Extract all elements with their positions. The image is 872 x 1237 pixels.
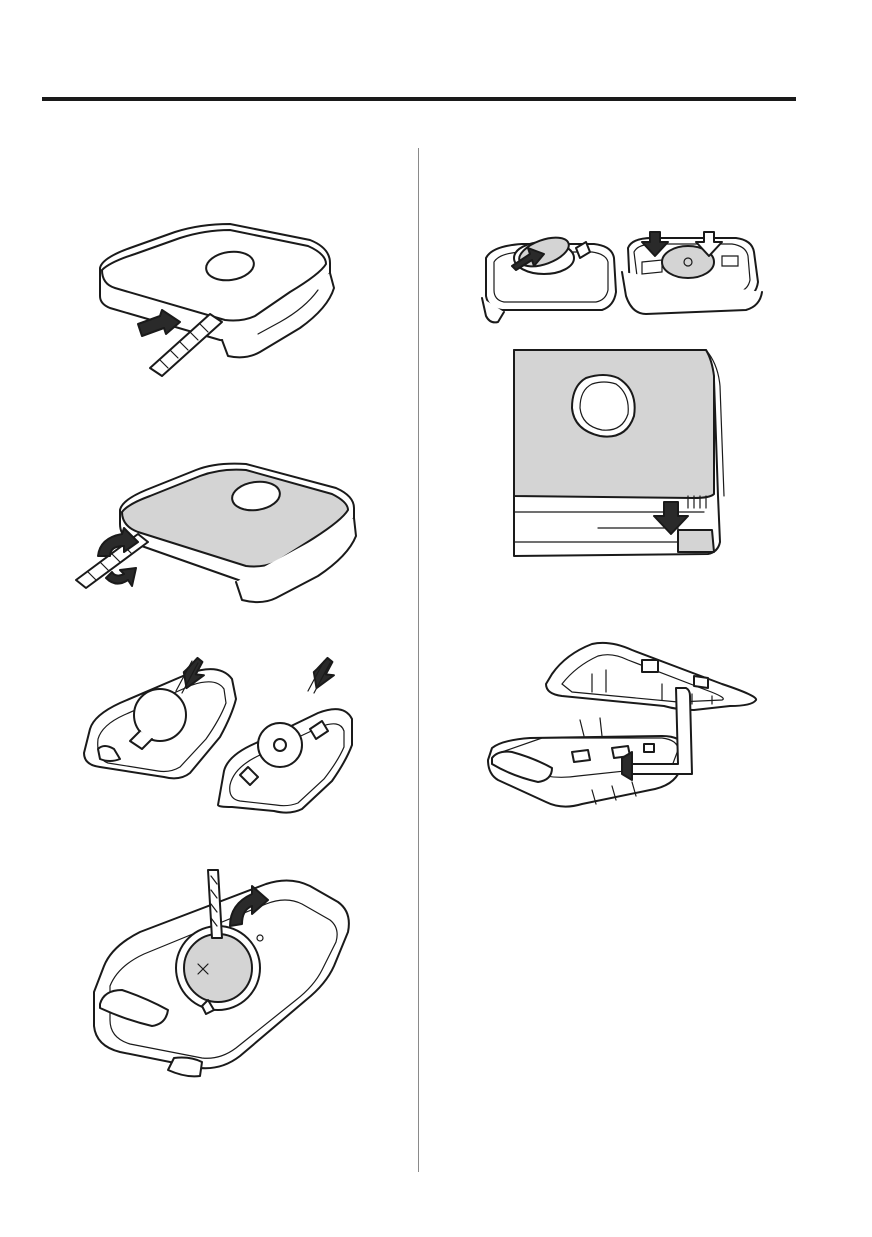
battery-cover-removal-icon [80,655,360,815]
header-rule [42,97,796,101]
cover-reassembly-icon [482,640,760,810]
cover-alignment-icon [508,346,730,558]
battery-installation-icon [481,231,764,330]
key-fob-prying-icon [90,218,340,378]
column-divider [418,148,419,1172]
key-fob-twisting-icon [75,460,357,605]
battery-removal-icon [90,869,352,1095]
